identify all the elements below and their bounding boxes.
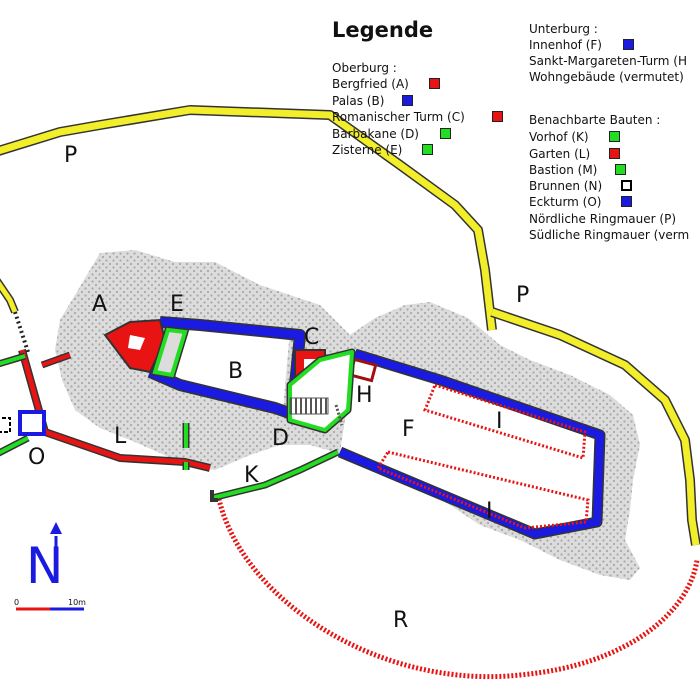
label-d: D	[272, 426, 289, 451]
legend-item-innenhof: Innenhof (F)	[529, 38, 602, 52]
legend-item-brunnen: Brunnen (N)	[529, 179, 603, 193]
corner-tower-o	[18, 410, 46, 436]
legend-swatch-brunnen	[621, 180, 632, 191]
label-p-north: P	[64, 143, 77, 168]
label-f: F	[402, 417, 415, 442]
legend-item-bastion: Bastion (M)	[529, 163, 598, 177]
label-b: B	[228, 359, 243, 384]
label-h: H	[356, 383, 373, 408]
legend-swatch-romanischer-turm	[492, 111, 503, 122]
label-r: R	[393, 608, 408, 633]
scale-start-label: 0	[14, 598, 19, 607]
legend-item-noerdliche-ringmauer: Nördliche Ringmauer (P)	[529, 212, 676, 226]
label-e: E	[170, 292, 184, 317]
label-k: K	[244, 463, 259, 488]
north-letter: N	[26, 537, 63, 595]
label-p-east: P	[516, 283, 529, 308]
scale-end-label: 10m	[68, 598, 86, 607]
legend-item-palas: Palas (B)	[332, 94, 385, 108]
label-l: L	[114, 424, 127, 449]
innenhof-interior	[340, 355, 600, 535]
north-arrow-icon: N	[26, 522, 63, 595]
legend-title: Legende	[332, 18, 434, 42]
legend-benachbarte-heading: Benachbarte Bauten :	[529, 113, 661, 127]
legend-swatch-bastion	[615, 164, 626, 175]
southern-ring-wall-presumed	[215, 494, 700, 680]
legend-item-eckturm: Eckturm (O)	[529, 195, 602, 209]
legend-item-zisterne: Zisterne (E)	[332, 143, 403, 157]
legend-item-vorhof: Vorhof (K)	[529, 130, 589, 144]
label-i-south: I	[486, 499, 493, 524]
legend-swatch-innenhof	[623, 39, 634, 50]
scale-bar: 0 10m	[14, 598, 86, 611]
legend-oberburg-heading: Oberburg :	[332, 61, 397, 75]
legend-swatch-bergfried	[429, 78, 440, 89]
label-c: C	[304, 325, 319, 350]
legend-swatch-barbakane	[440, 128, 451, 139]
legend-swatch-garten	[609, 148, 620, 159]
legend-item-garten: Garten (L)	[529, 147, 591, 161]
staircase	[289, 397, 329, 415]
legend-item-wohngebaeude: Wohngebäude (vermutet)	[529, 70, 684, 84]
legend-swatch-palas	[402, 95, 413, 106]
legend-item-bergfried: Bergfried (A)	[332, 77, 409, 91]
legend-item-barbakane: Barbakane (D)	[332, 127, 419, 141]
legend-item-sankt-margareten-turm: Sankt-Margareten-Turm (H	[529, 54, 687, 68]
legend-item-romanischer-turm: Romanischer Turm (C)	[332, 110, 465, 124]
legend-swatch-vorhof	[609, 131, 620, 142]
label-i-north: I	[496, 409, 503, 434]
residential-building-north	[423, 383, 587, 460]
label-o: O	[28, 445, 45, 470]
legend-item-suedliche-ringmauer: Südliche Ringmauer (verm	[529, 228, 690, 242]
legend-swatch-eckturm	[621, 196, 632, 207]
legend-unterburg-heading: Unterburg :	[529, 22, 598, 36]
legend-swatch-zisterne	[422, 144, 433, 155]
well-n	[0, 417, 11, 433]
label-a: A	[92, 292, 107, 317]
